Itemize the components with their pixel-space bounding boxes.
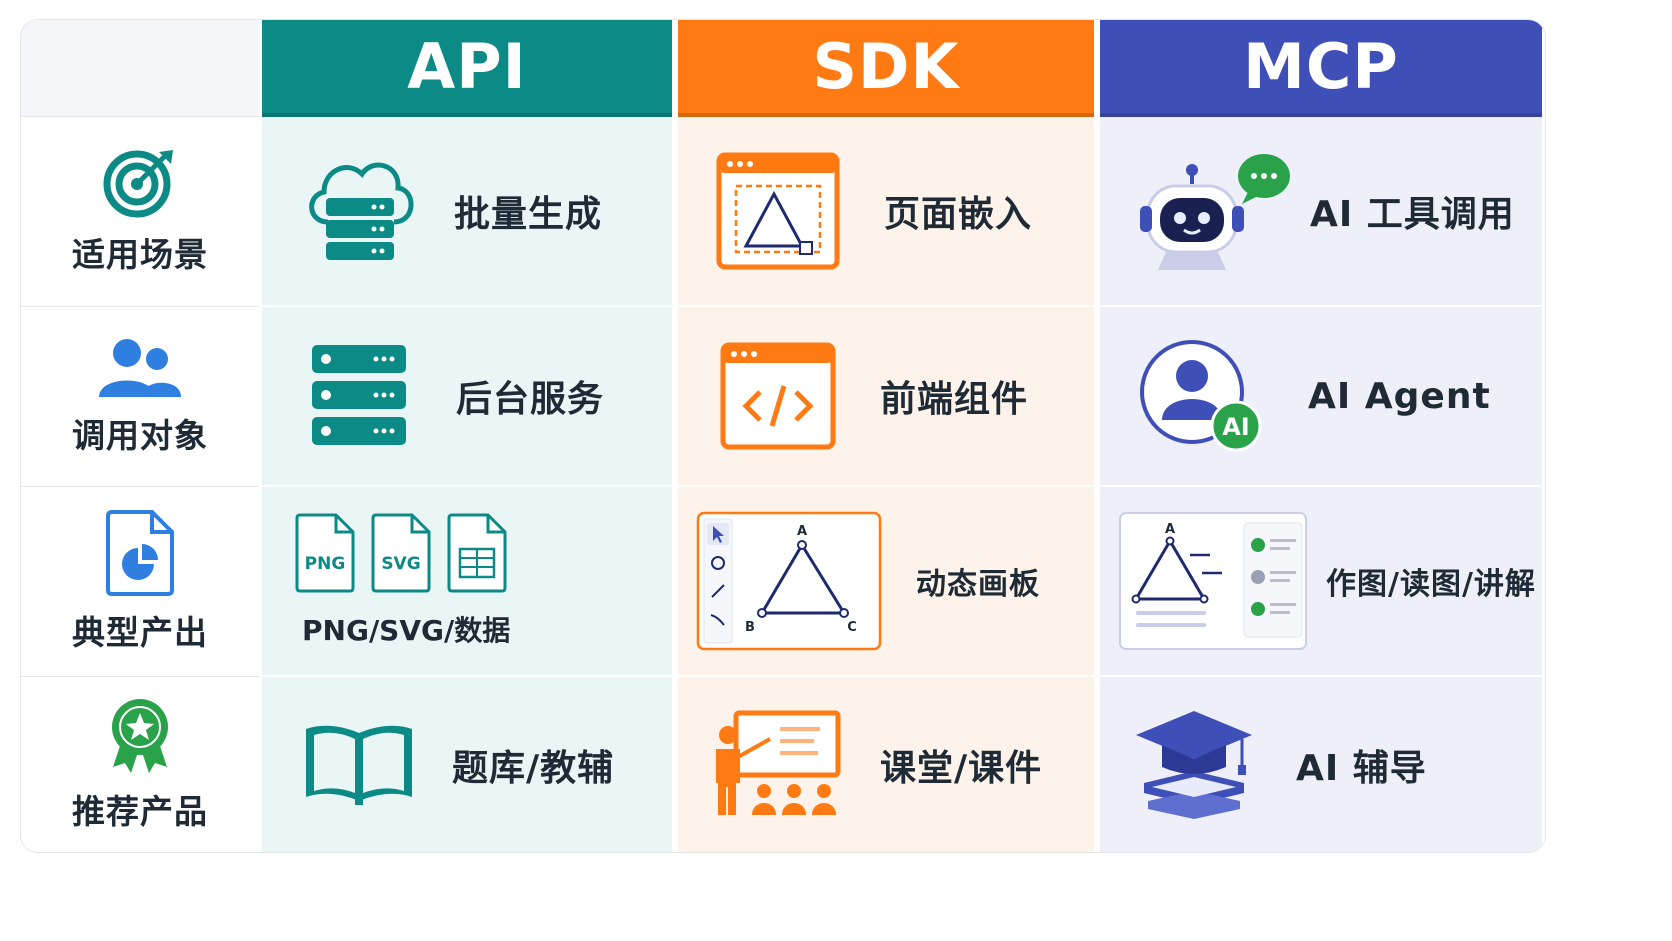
vertex-c-label: C [847,620,857,635]
cell-api-caller: 后台服务 [262,307,672,487]
sdk-caller-label: 前端组件 [880,379,1029,420]
cell-api-output: PNG SVG PNG/ [262,487,672,677]
cell-api-scenario: 批量生成 [262,117,672,307]
cell-sdk-scenario: 页面嵌入 [678,117,1094,307]
header-mcp: MCP [1100,20,1542,117]
mcp-output-label: 作图/读图/讲解 [1326,567,1536,602]
classroom-teacher-icon [716,710,841,815]
sdk-output-label: 动态画板 [916,567,1040,602]
open-book-icon [306,725,412,805]
graduation-cap-icon [1136,710,1252,819]
cell-mcp-scenario: AI 工具调用 [1100,117,1542,307]
comparison-table: API SDK MCP 适用场景 [20,19,1546,853]
row-label-text: 典型产出 [72,612,208,652]
cell-sdk-recommended: 课堂/课件 [678,677,1094,852]
dynamic-board-icon: A B C [696,511,882,651]
cell-mcp-caller: AI AI Agent [1100,307,1542,487]
target-icon [103,149,173,217]
robot-chat-icon [1140,154,1290,270]
cell-mcp-recommended: AI 辅导 [1100,677,1542,852]
mcp-recommended-label: AI 辅导 [1296,747,1427,789]
file-type-icons: PNG SVG [294,513,508,593]
mcp-scenario-label: AI 工具调用 [1310,194,1515,235]
cell-mcp-output: A 作图/读图/讲解 [1100,487,1542,677]
cell-sdk-output: A B C 动态画板 [678,487,1094,677]
row-label-output: 典型产出 [21,487,259,677]
cell-api-recommended: 题库/教辅 [262,677,672,852]
vertex-a-label: A [797,524,807,539]
row-label-text: 适用场景 [72,234,208,274]
svg-badge-text: SVG [381,554,420,574]
code-window-icon [720,342,836,450]
table-corner [21,20,259,117]
sdk-scenario-label: 页面嵌入 [884,194,1033,235]
header-api: API [262,20,672,117]
sdk-recommended-label: 课堂/课件 [880,747,1043,789]
diagram-vertex-label: A [1165,522,1175,537]
api-caller-label: 后台服务 [456,379,605,420]
mcp-caller-label: AI Agent [1308,375,1491,417]
ai-agent-icon: AI [1140,340,1262,452]
row-label-caller: 调用对象 [21,307,259,487]
row-label-text: 调用对象 [72,415,208,455]
server-rack-icon [312,345,406,445]
header-sdk: SDK [678,20,1094,117]
png-file-icon: PNG [295,513,355,593]
ai-badge-text: AI [1222,413,1250,441]
svg-file-icon: SVG [371,513,431,593]
users-icon [99,338,181,397]
api-output-label: PNG/SVG/数据 [302,614,511,647]
row-label-text: 推荐产品 [72,791,208,831]
cell-sdk-caller: 前端组件 [678,307,1094,487]
table-file-icon [447,513,507,593]
award-badge-icon [112,698,168,773]
vertex-b-label: B [745,620,755,635]
cloud-server-icon [309,162,414,260]
png-badge-text: PNG [305,554,346,574]
row-label-recommended: 推荐产品 [21,677,259,852]
api-recommended-label: 题库/教辅 [452,747,615,789]
api-scenario-label: 批量生成 [454,194,603,235]
row-label-scenario: 适用场景 [21,117,259,307]
draw-read-explain-icon: A [1119,512,1307,650]
embed-window-icon [716,152,840,270]
report-file-icon [106,509,174,596]
